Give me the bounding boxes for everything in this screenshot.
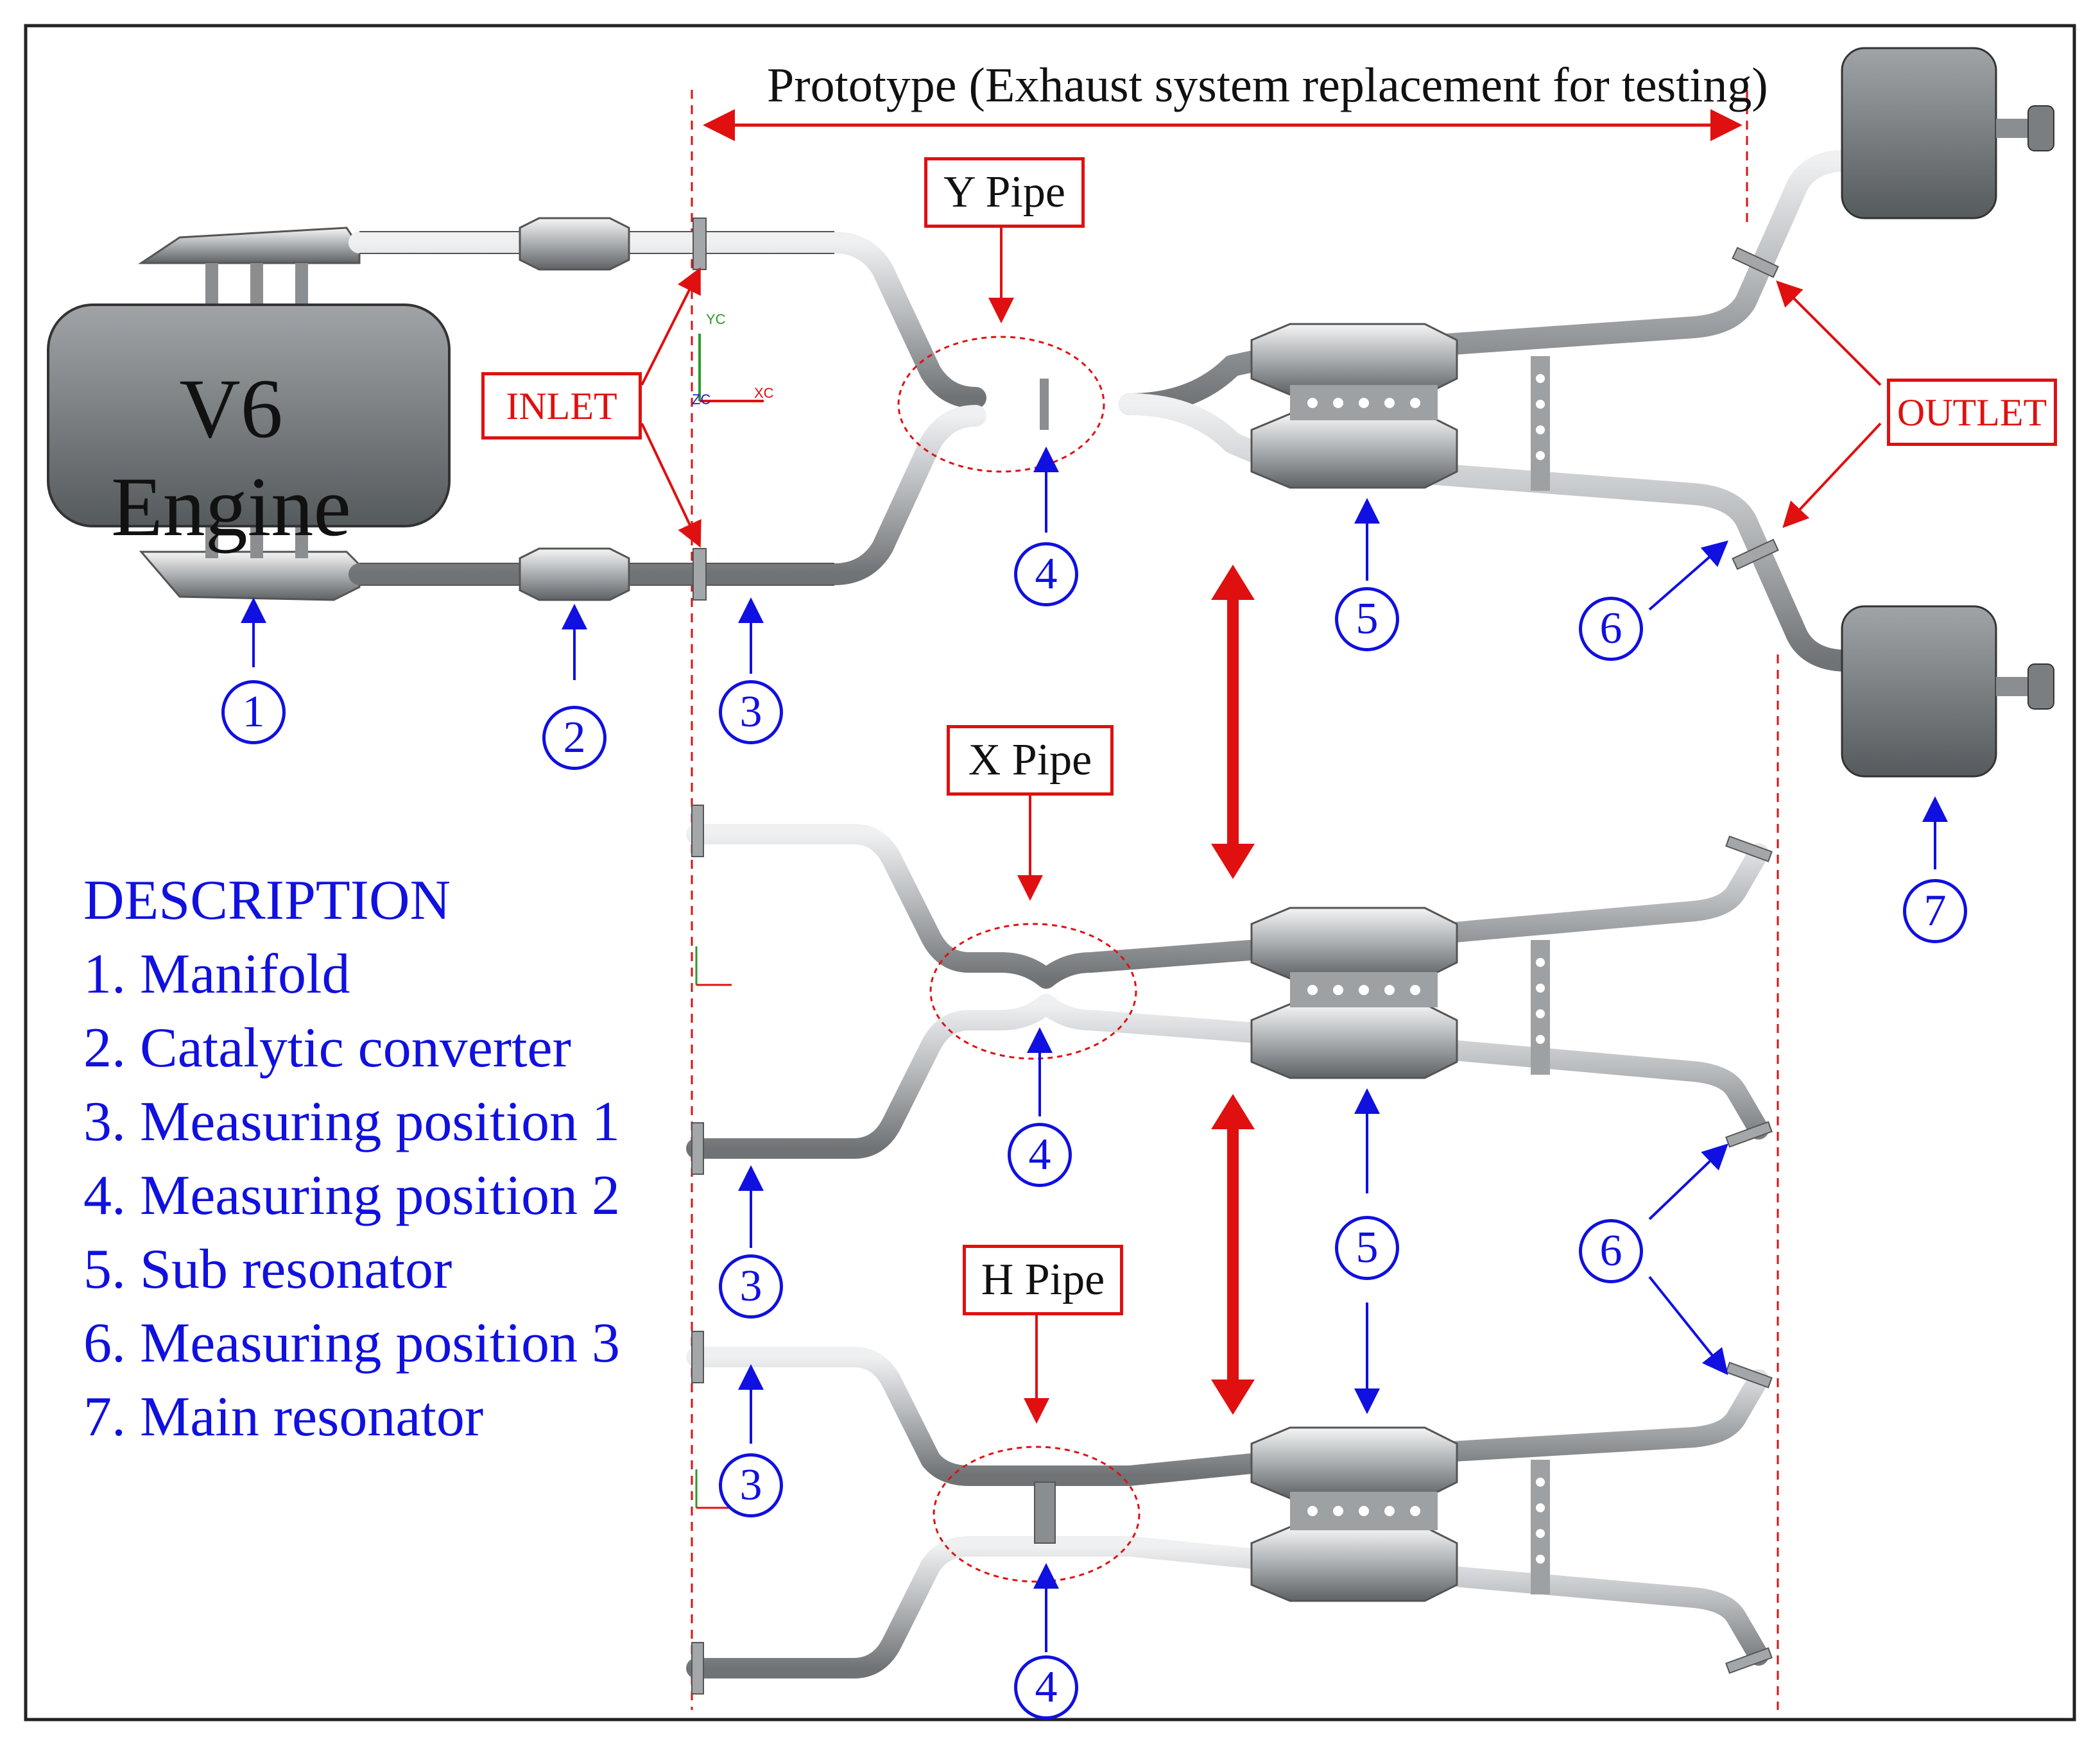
manifold-bottom (139, 551, 361, 601)
outlet-pointer-up (1776, 280, 1882, 386)
pipe-lower-left (349, 405, 986, 585)
marker-1: 1 (221, 680, 286, 744)
axis-triad-bottom (695, 1469, 732, 1509)
pipe-upper-left (349, 232, 986, 409)
description-item: 7. Main resonator (83, 1386, 484, 1448)
description-item: 1. Manifold (83, 943, 350, 1005)
marker-4-middle: 4 (1008, 1123, 1072, 1187)
y-pipe-label: Y Pipe (924, 157, 1085, 228)
inlet-pointer-up (641, 267, 701, 386)
pipe-y-right-down (1119, 393, 1859, 672)
inlet-flange-top (693, 218, 707, 270)
inlet-pointer-down (641, 423, 701, 548)
marker-2: 2 (542, 706, 607, 770)
marker-3-top: 3 (719, 680, 783, 744)
catalytic-converter-bottom (519, 547, 630, 601)
main-resonator-top (1841, 47, 2054, 219)
description-item: 3. Measuring position 1 (83, 1091, 620, 1153)
marker-4-top: 4 (1014, 542, 1078, 606)
sub-resonator-top (1250, 323, 1550, 491)
y-pipe-region (897, 336, 1105, 473)
marker-5-middle: 5 (1335, 1216, 1399, 1280)
main-resonator-bottom (1841, 605, 2054, 778)
description-item: 2. Catalytic converter (83, 1017, 571, 1079)
figure-frame (24, 24, 2076, 1721)
marker-3-middle: 3 (719, 1254, 783, 1319)
manifold-top (138, 226, 361, 264)
sub-resonator-bottom (1250, 1426, 1550, 1602)
h-pipe-upper (686, 1347, 1769, 1486)
compare-arrow-upper (1211, 565, 1255, 879)
pipe-y-right-up (1119, 149, 1859, 415)
marker-6-top: 6 (1579, 597, 1643, 661)
description-heading: DESCRIPTION (83, 869, 451, 932)
outlet-pointer-down (1782, 422, 1882, 528)
marker-5-top: 5 (1335, 587, 1399, 651)
catalytic-converter-top (519, 217, 630, 271)
marker-6-middle: 6 (1579, 1219, 1643, 1283)
x-pipe-region (929, 923, 1137, 1060)
sub-resonator-middle (1250, 907, 1550, 1079)
inlet-flange-bottom (693, 548, 707, 601)
inlet-label: INLET (481, 372, 642, 440)
marker-7: 7 (1903, 879, 1967, 943)
h-pipe-label: H Pipe (963, 1245, 1123, 1315)
x-pipe-label: X Pipe (947, 725, 1114, 796)
engine-block (47, 303, 451, 527)
axis-xc-label: XC (754, 385, 774, 401)
x-pipe-upper (686, 824, 1769, 989)
engine-label: V6 Engine (111, 361, 351, 554)
h-pipe-crossbar (1034, 1482, 1056, 1544)
compare-arrow-lower (1211, 1094, 1255, 1415)
description-item: 6. Measuring position 3 (83, 1312, 620, 1374)
description-item: 5. Sub resonator (83, 1238, 452, 1301)
axis-yc-label: YC (706, 311, 726, 327)
outlet-label: OUTLET (1887, 379, 2057, 446)
axis-triad-top (698, 334, 764, 402)
h-pipe-lower (686, 1536, 1769, 1678)
description-item: 4. Measuring position 2 (83, 1165, 620, 1227)
axis-triad-middle (695, 946, 732, 986)
diagram-title: Prototype (Exhaust system replacement fo… (767, 58, 1768, 112)
axis-zc-label: ZC (692, 391, 711, 407)
marker-4-bottom: 4 (1014, 1655, 1078, 1720)
x-pipe-lower (686, 994, 1769, 1159)
marker-3-bottom: 3 (719, 1453, 783, 1517)
